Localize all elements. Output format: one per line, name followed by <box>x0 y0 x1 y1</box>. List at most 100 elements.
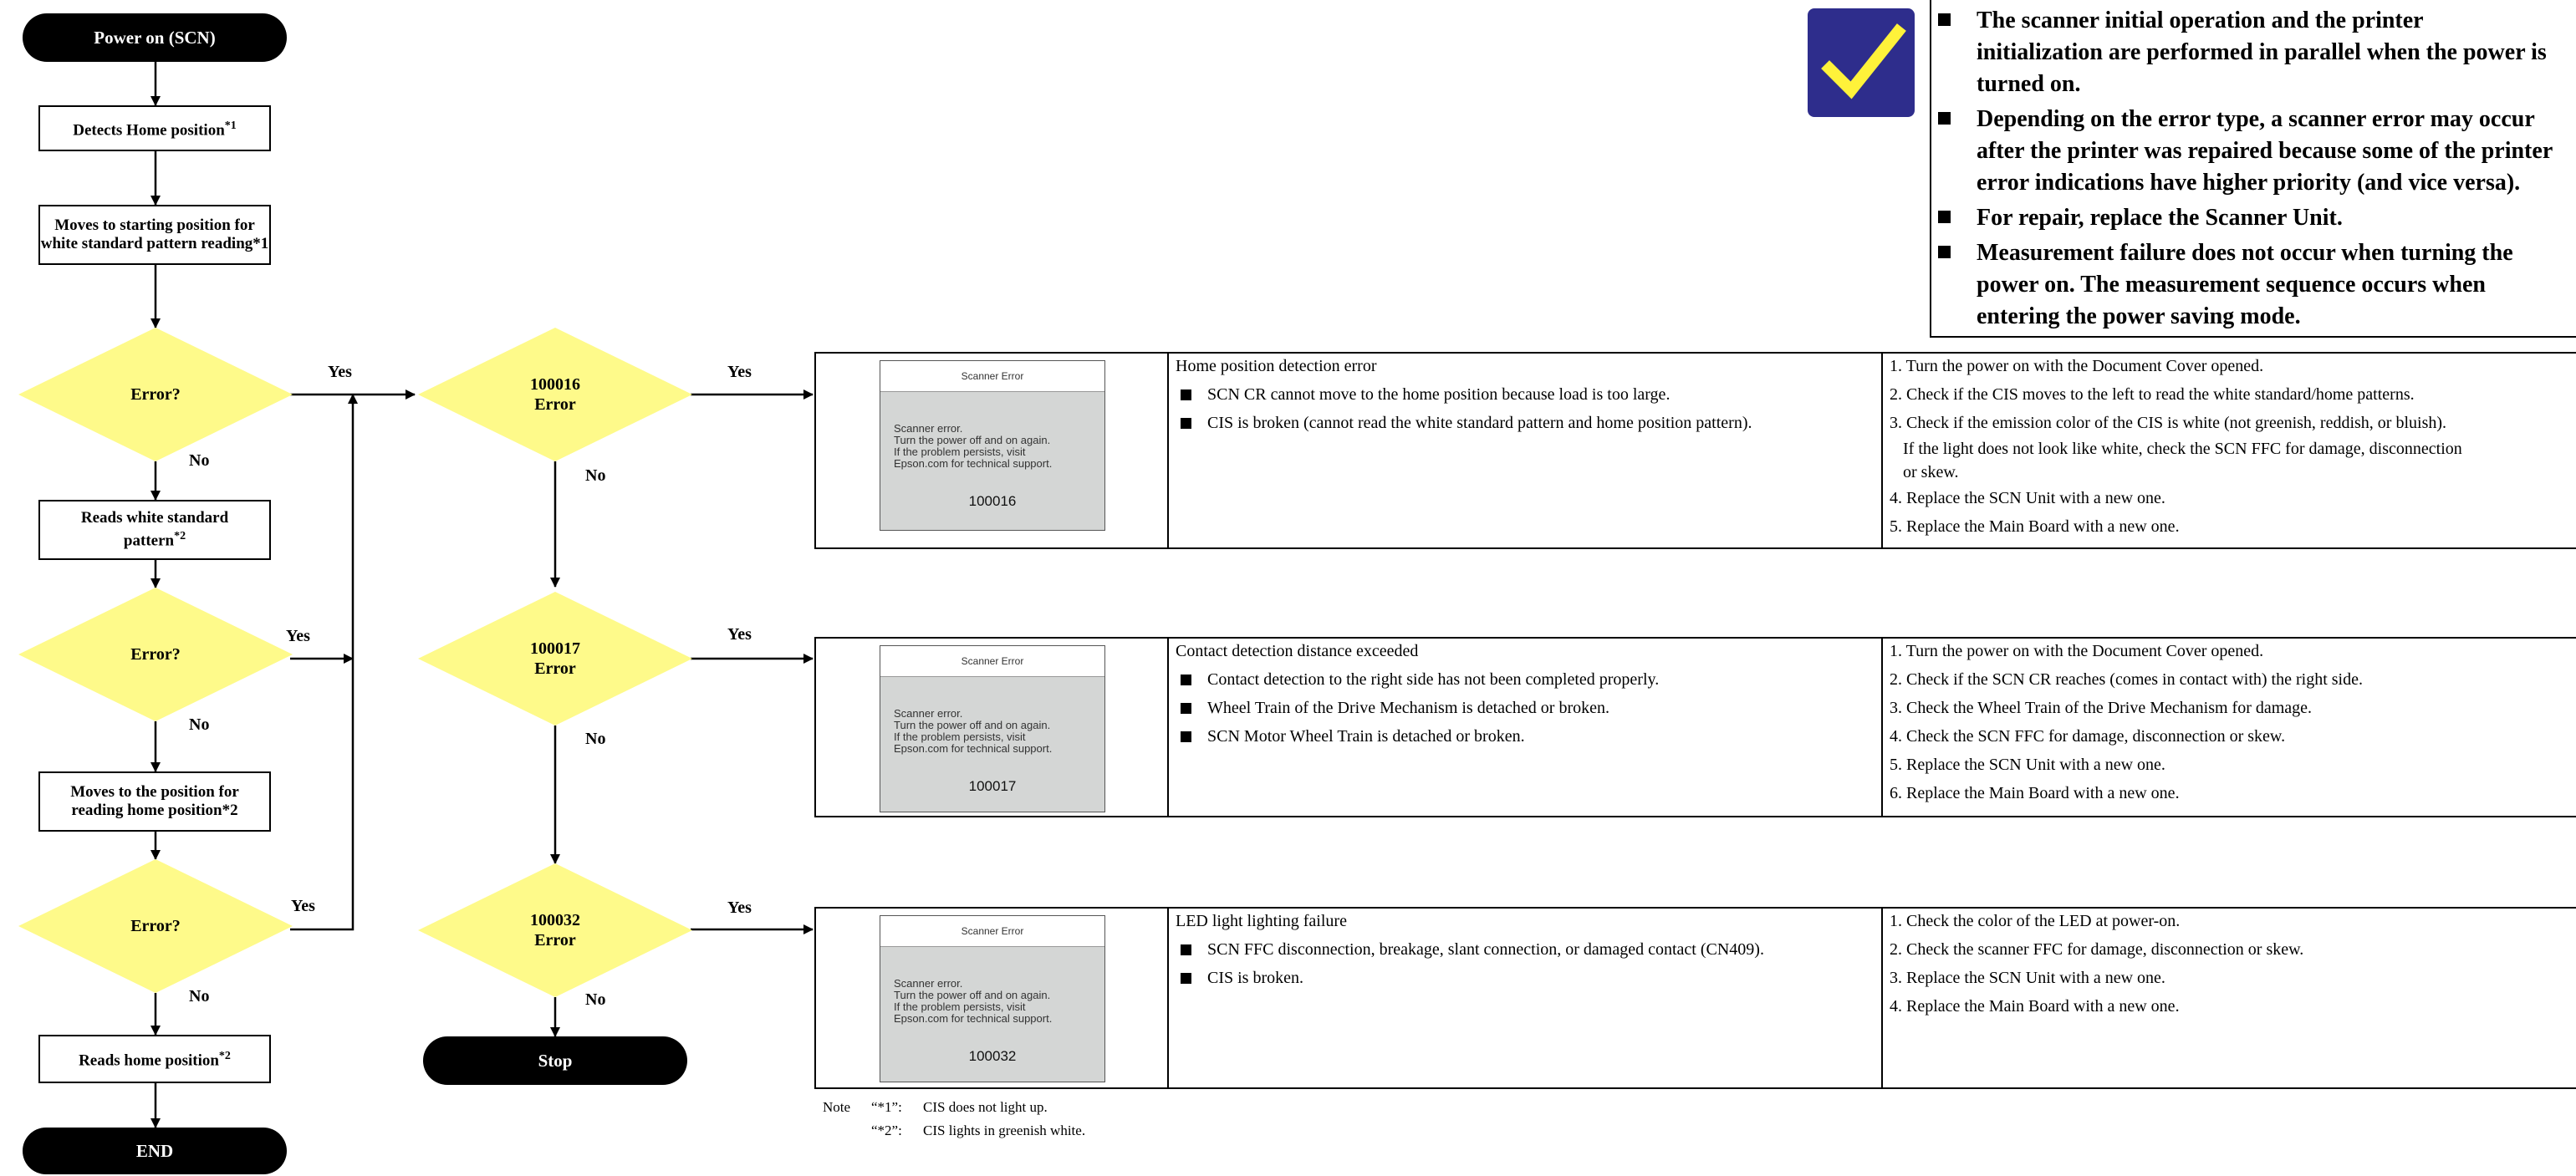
note-item: Depending on the error type, a scanner e… <box>1931 104 2576 199</box>
panel-message: Scanner error.Turn the power off and on … <box>894 422 1053 470</box>
step-item: 6. Replace the Main Board with a new one… <box>1890 784 2180 802</box>
footnote-ref: *1 <box>224 119 237 132</box>
decision-100016 <box>418 328 692 461</box>
cause-item: CIS is broken. <box>1176 964 1764 992</box>
bullet-square-icon <box>1181 675 1191 685</box>
panel-message: Scanner error.Turn the power off and on … <box>894 977 1053 1025</box>
decision-error-1 <box>18 328 293 461</box>
step-item: 4. Replace the SCN Unit with a new one. <box>1890 489 2165 507</box>
start-terminal: Power on (SCN) <box>23 13 287 62</box>
step-item: 4. Replace the Main Board with a new one… <box>1890 997 2180 1016</box>
step-item: 5. Replace the Main Board with a new one… <box>1890 517 2180 536</box>
branch-no-1: No <box>189 451 210 470</box>
decision-error-2 <box>18 588 293 721</box>
footnote-label: Note <box>823 1099 851 1115</box>
branch-no-100017: No <box>585 730 606 748</box>
step-item: 1. Turn the power on with the Document C… <box>1890 357 2264 375</box>
footnote-key: “*1”: <box>871 1099 902 1115</box>
step-item: 3. Replace the SCN Unit with a new one. <box>1890 969 2165 987</box>
process-read-home: Reads home position*2 <box>38 1035 271 1083</box>
end-label: END <box>135 1140 174 1161</box>
process-move-start-line2: white standard pattern reading*1 <box>40 235 269 252</box>
process-move-home-line2: reading home position*2 <box>71 802 238 819</box>
process-read-home-label: Reads home position <box>79 1051 219 1070</box>
process-move-start-line1: Moves to starting position for <box>54 216 255 234</box>
error-cause-cell: LED light lighting failure SCN FFC disco… <box>1169 909 1883 1087</box>
branch-no-2: No <box>189 715 210 734</box>
stop-label: Stop <box>538 1050 573 1071</box>
bullet-square-icon <box>1181 389 1191 400</box>
footnote-key: “*2”: <box>871 1123 902 1138</box>
stop-terminal: Stop <box>423 1036 687 1085</box>
branch-yes-3: Yes <box>291 897 315 915</box>
error-title: LED light lighting failure <box>1176 912 1347 930</box>
error-cause-cell: Contact detection distance exceeded Cont… <box>1169 639 1883 816</box>
footnote: Note “*1”: CIS does not light up. “*2”: … <box>823 1096 1085 1143</box>
panel-error-code: 100032 <box>968 1048 1017 1064</box>
note-item: For repair, replace the Scanner Unit. <box>1931 202 2576 234</box>
cause-item: SCN CR cannot move to the home position … <box>1176 380 1752 409</box>
decision-100032 <box>418 863 692 997</box>
step-item: 1. Turn the power on with the Document C… <box>1890 642 2264 660</box>
panel-title: Scanner Error <box>880 646 1104 677</box>
footnote-text: CIS does not light up. <box>923 1099 1048 1115</box>
bullet-square-icon <box>1938 246 1951 258</box>
step-item-cont: If the light does not look like white, c… <box>1903 440 2462 458</box>
step-item: 2. Check if the CIS moves to the left to… <box>1890 385 2415 404</box>
process-detect-home: Detects Home position*1 <box>38 105 271 151</box>
process-read-white-line1: Reads white standard <box>80 509 229 527</box>
process-move-home-line1: Moves to the position for <box>70 783 239 801</box>
footnote-ref: *2 <box>174 530 186 543</box>
footnote-ref: *2 <box>218 1050 231 1063</box>
bullet-square-icon <box>1938 211 1951 223</box>
cause-item: Wheel Train of the Drive Mechanism is de… <box>1176 694 1659 722</box>
branch-no-100032: No <box>585 990 606 1009</box>
branch-yes-1: Yes <box>328 363 352 381</box>
step-item-cont: or skew. <box>1903 463 1959 481</box>
error-table-100032: Scanner Error Scanner error.Turn the pow… <box>814 907 2576 1089</box>
note-box: The scanner initial operation and the pr… <box>1930 0 2576 338</box>
panel-error-code: 100017 <box>968 778 1017 794</box>
note-item: The scanner initial operation and the pr… <box>1931 5 2576 100</box>
error-cause-cell: Home position detection error SCN CR can… <box>1169 354 1883 547</box>
bullet-square-icon <box>1181 973 1191 984</box>
cause-item: CIS is broken (cannot read the white sta… <box>1176 409 1752 437</box>
scanner-error-panel: Scanner Error Scanner error.Turn the pow… <box>880 915 1105 1082</box>
branch-no-3: No <box>189 987 210 1005</box>
process-read-white-line2: pattern <box>123 532 175 550</box>
panel-title: Scanner Error <box>880 361 1104 392</box>
branch-yes-100017: Yes <box>727 625 752 644</box>
scanner-error-panel: Scanner Error Scanner error.Turn the pow… <box>880 645 1105 812</box>
error-panel-cell: Scanner Error Scanner error.Turn the pow… <box>816 909 1169 1087</box>
step-item: 4. Check the SCN FFC for damage, disconn… <box>1890 727 2286 746</box>
bullet-square-icon <box>1938 112 1951 125</box>
checkmark-glyph <box>1821 23 1906 99</box>
decision-error-3-label: Error? <box>130 917 181 935</box>
decision-error-2-label: Error? <box>130 645 181 664</box>
error-table-100017: Scanner Error Scanner error.Turn the pow… <box>814 637 2576 817</box>
branch-yes-100016: Yes <box>727 363 752 381</box>
line-decision3-yes <box>290 398 355 931</box>
bullet-square-icon <box>1938 13 1951 26</box>
end-terminal: END <box>23 1128 287 1174</box>
error-table-100016: Scanner Error Scanner error.Turn the pow… <box>814 352 2576 549</box>
error-steps-cell: 1. Turn the power on with the Document C… <box>1883 639 2576 816</box>
note-item: Measurement failure does not occur when … <box>1931 237 2576 333</box>
step-item: 1. Check the color of the LED at power-o… <box>1890 912 2181 930</box>
bullet-square-icon <box>1181 731 1191 742</box>
checkmark-icon <box>1808 8 1915 117</box>
error-steps-cell: 1. Check the color of the LED at power-o… <box>1883 909 2576 1087</box>
bullet-square-icon <box>1181 944 1191 955</box>
step-item: 5. Replace the SCN Unit with a new one. <box>1890 756 2165 774</box>
panel-title: Scanner Error <box>880 916 1104 947</box>
panel-error-code: 100016 <box>968 493 1017 509</box>
decision-100017 <box>418 592 692 725</box>
bullet-square-icon <box>1181 703 1191 714</box>
cause-item: SCN Motor Wheel Train is detached or bro… <box>1176 722 1659 751</box>
scanner-error-panel: Scanner Error Scanner error.Turn the pow… <box>880 360 1105 531</box>
error-title: Contact detection distance exceeded <box>1176 642 1419 660</box>
